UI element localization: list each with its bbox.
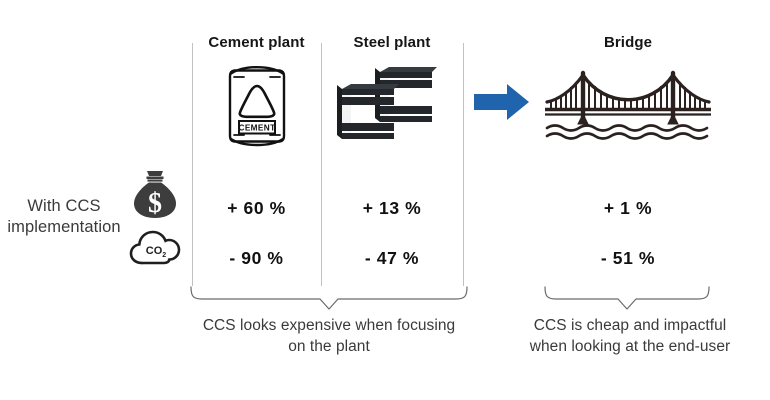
bridge-emission-change: - 51 %	[600, 248, 656, 268]
bridge-icon	[543, 66, 713, 145]
cement-bag-label: CEMENT	[239, 123, 276, 132]
bridge-cost-change: + 1 %	[603, 198, 653, 218]
blue-arrow-icon	[474, 82, 530, 127]
steel-cost-change: + 13 %	[362, 198, 422, 218]
caption-right-line1: CCS is cheap and impactful	[533, 317, 727, 334]
co2-cloud-icon: CO2	[129, 229, 183, 272]
left-axis-label: With CCS implementation	[0, 196, 128, 238]
cement-bag-icon: CEMENT	[222, 64, 292, 153]
steel-beams-icon	[333, 66, 437, 147]
column-divider-1	[192, 43, 193, 286]
caption-left: CCS looks expensive when focusing on the…	[158, 315, 500, 357]
caption-right-line2: when looking at the end-user	[529, 338, 731, 355]
left-axis-label-line1: With CCS	[27, 197, 101, 215]
cement-emission-change: - 90 %	[229, 248, 284, 268]
column-divider-3	[463, 43, 464, 286]
caption-left-line1: CCS looks expensive when focusing	[202, 317, 456, 334]
column-header-cement: Cement plant	[208, 34, 305, 51]
brace-right	[536, 286, 726, 317]
steel-emission-change: - 47 %	[364, 248, 420, 268]
svg-text:$: $	[148, 188, 162, 219]
caption-right: CCS is cheap and impactful when looking …	[500, 315, 760, 357]
cement-cost-change: + 60 %	[227, 198, 286, 218]
left-axis-label-line2: implementation	[7, 218, 121, 236]
caption-left-line2: on the plant	[288, 338, 370, 355]
column-header-steel: Steel plant	[353, 34, 431, 51]
brace-left	[182, 286, 482, 317]
money-bag-icon: $	[131, 168, 179, 225]
column-divider-2	[321, 43, 322, 286]
co2-label: CO2	[146, 245, 167, 259]
column-header-bridge: Bridge	[603, 34, 653, 51]
